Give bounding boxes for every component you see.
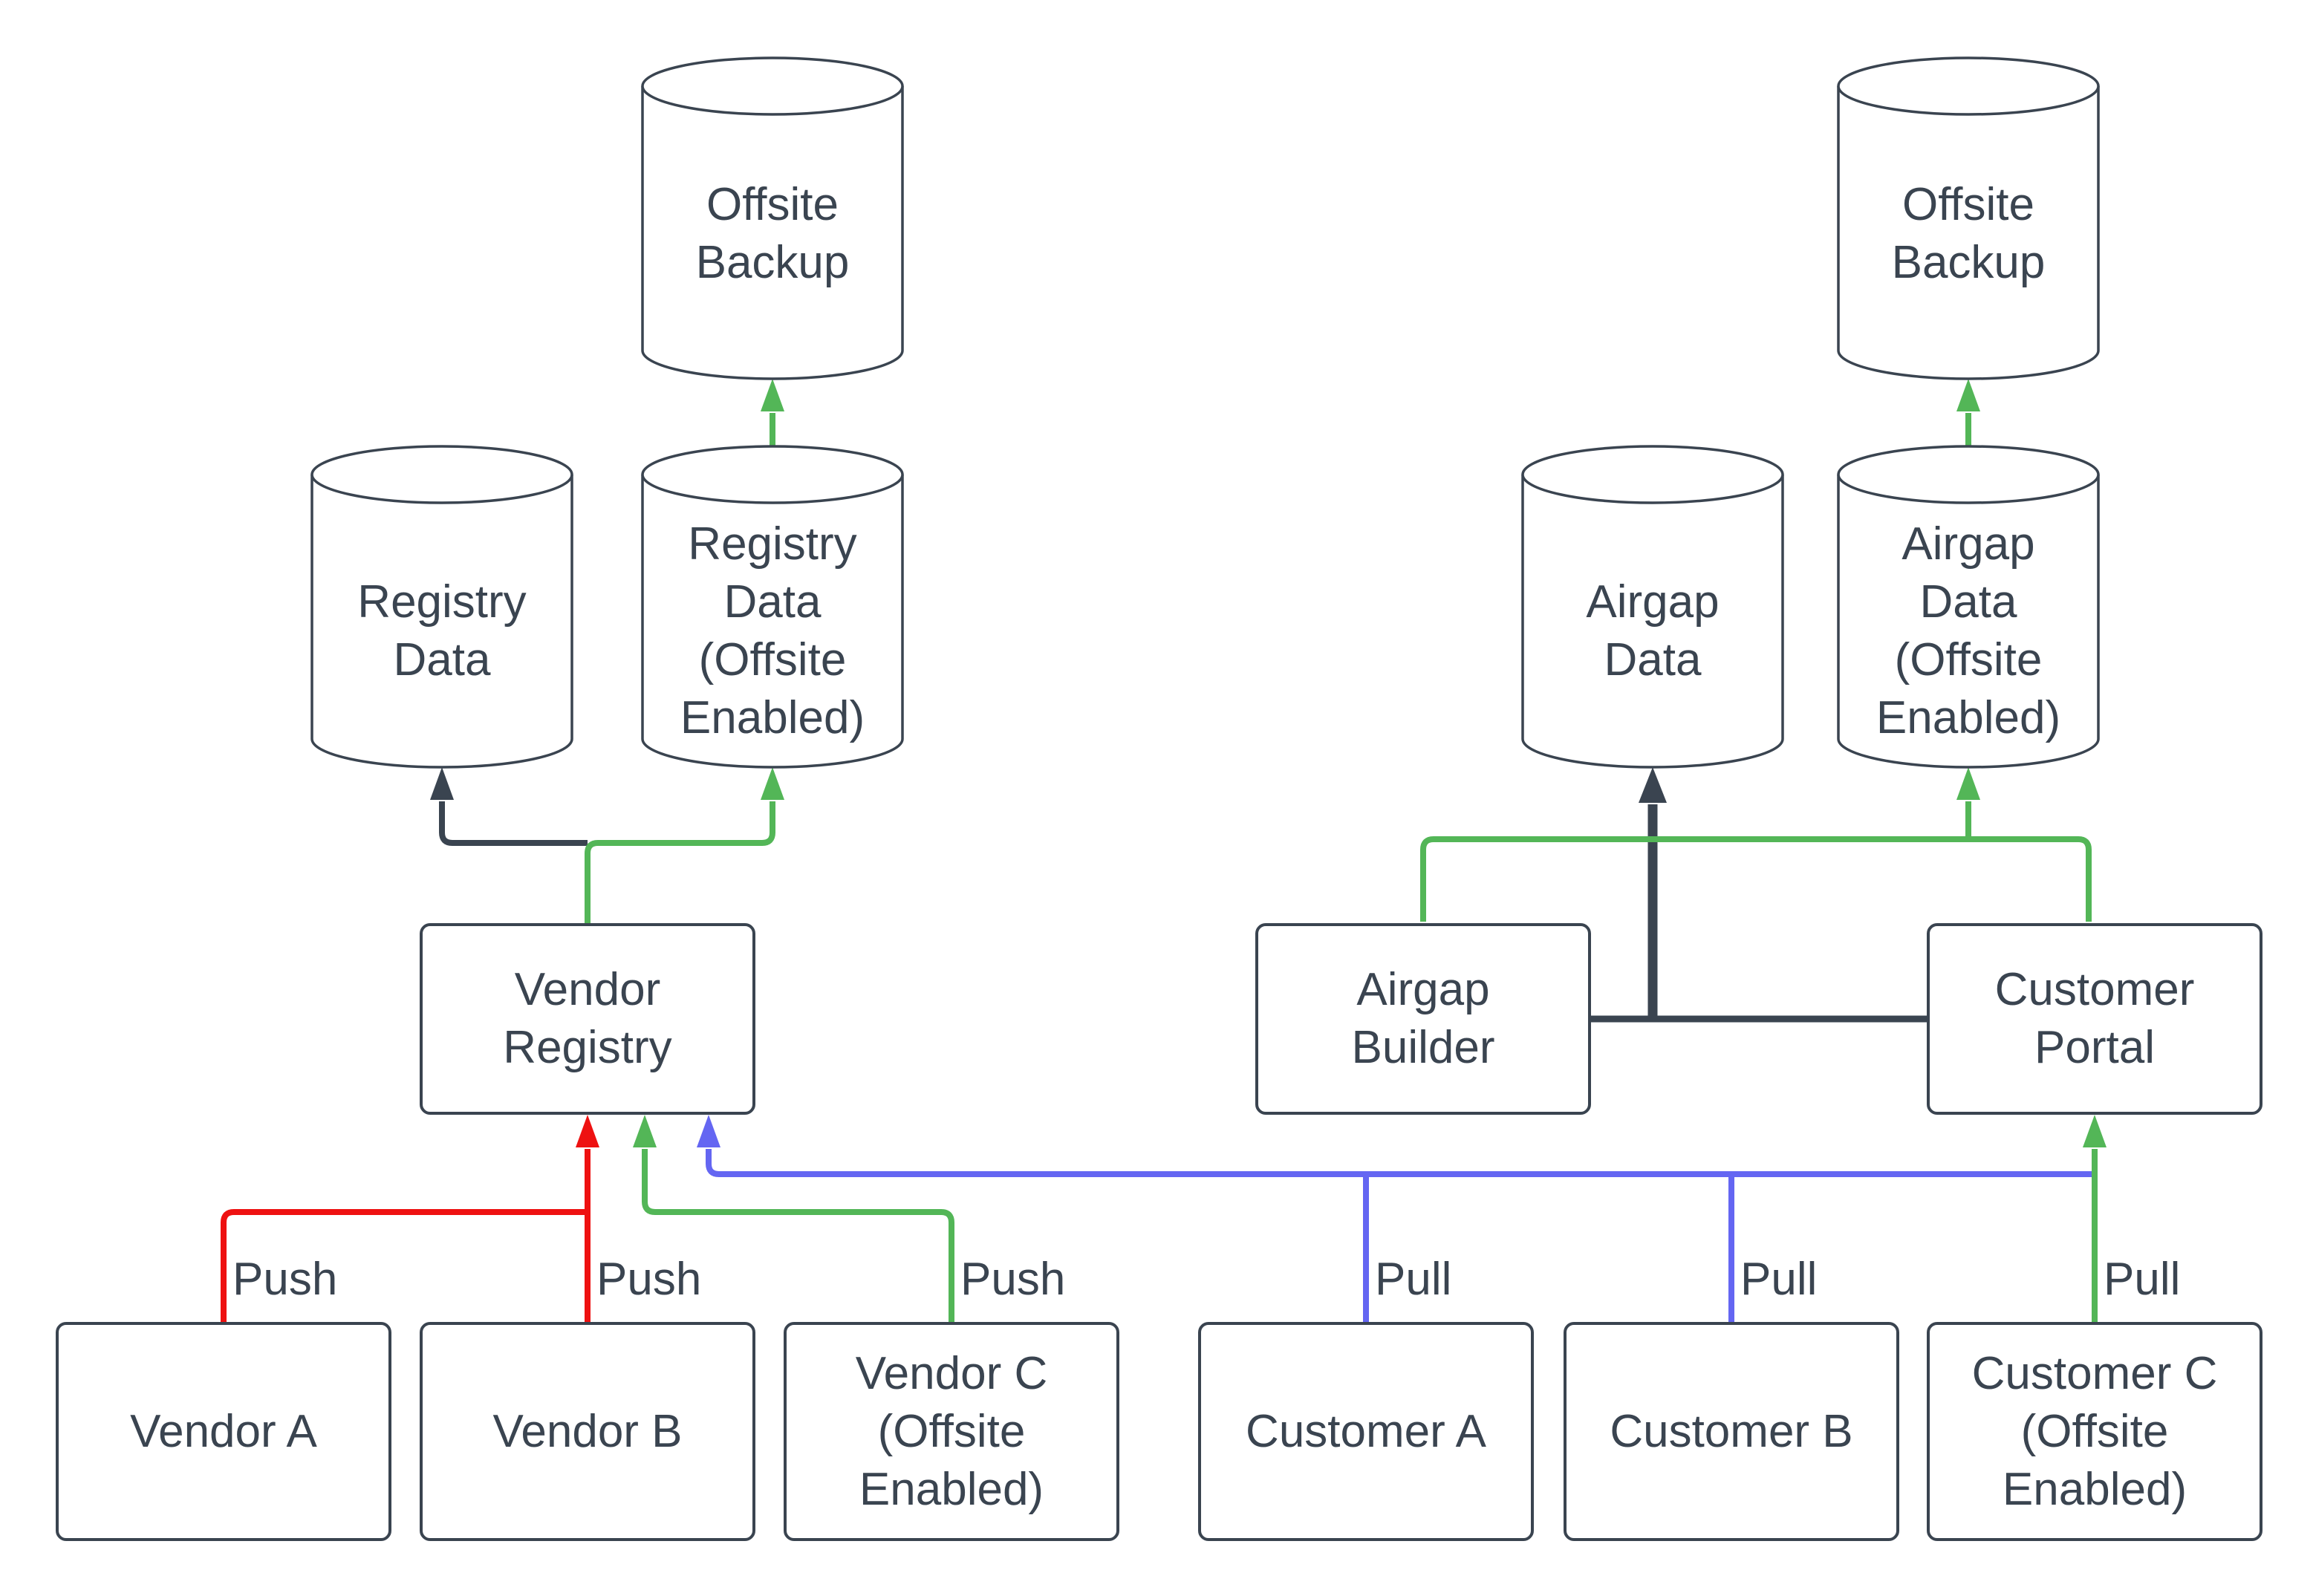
edge-registry-to-registry-data — [439, 801, 588, 846]
edge-label-pull-customer-a: Pull — [1375, 1254, 1452, 1305]
node-label-customer-c: Customer C (Offsite Enabled) — [1971, 1347, 2218, 1515]
cylinder-registry-data-offsite — [641, 445, 904, 769]
arrowhead-airgap-data — [1639, 767, 1667, 803]
node-label-customer-portal: Customer Portal — [1994, 964, 2195, 1073]
node-label-offsite-backup-right: Offsite Backup — [1891, 179, 2046, 288]
node-label-airgap-data-offsite: Airgap Data (Offsite Enabled) — [1876, 518, 2061, 743]
node-label-offsite-backup-left: Offsite Backup — [695, 179, 850, 288]
node-label-vendor-b: Vendor B — [492, 1405, 683, 1457]
node-vendor-b: Vendor B — [420, 1322, 755, 1541]
node-airgap-builder: Airgap Builder — [1255, 923, 1591, 1115]
edge-label-pull-customer-c: Pull — [2104, 1254, 2181, 1305]
arrowhead-push-red — [576, 1115, 599, 1147]
node-label-customer-a: Customer A — [1246, 1405, 1486, 1457]
arrowhead-push-green — [633, 1115, 657, 1147]
edge-pull-customers-ab — [706, 1149, 2095, 1323]
edge-registry-to-offsite-data — [585, 801, 775, 923]
edge-label-push-vendor-a: Push — [232, 1254, 338, 1305]
cylinder-offsite-backup-right — [1837, 56, 2100, 380]
cylinder-registry-data — [310, 445, 573, 769]
cylinder-airgap-data-offsite — [1837, 445, 2100, 769]
arrowhead-registry-data — [430, 767, 454, 800]
node-vendor-registry: Vendor Registry — [420, 923, 755, 1115]
cylinder-offsite-backup-left — [641, 56, 904, 380]
node-label-airgap-data: Airgap Data — [1586, 576, 1720, 685]
node-label-registry-data-offsite: Registry Data (Offsite Enabled) — [680, 518, 865, 743]
node-customer-c: Customer C (Offsite Enabled) — [1927, 1322, 2262, 1541]
node-vendor-a: Vendor A — [56, 1322, 391, 1541]
node-label-registry-data: Registry Data — [357, 576, 527, 685]
node-label-airgap-builder: Airgap Builder — [1351, 964, 1495, 1073]
node-label-vendor-a: Vendor A — [130, 1405, 317, 1457]
edge-push-vendor-c — [642, 1149, 954, 1323]
cylinder-airgap-data — [1521, 445, 1784, 769]
arrowhead-pull-blue — [697, 1115, 720, 1147]
edge-builder-portal-green — [1420, 836, 2092, 922]
node-vendor-c: Vendor C (Offsite Enabled) — [784, 1322, 1119, 1541]
node-label-customer-b: Customer B — [1610, 1405, 1853, 1457]
node-customer-b: Customer B — [1564, 1322, 1899, 1541]
arrowhead-registry-data-offsite — [761, 767, 784, 800]
edge-label-push-vendor-c: Push — [960, 1254, 1066, 1305]
arrowhead-airgap-data-offsite — [1956, 767, 1980, 800]
arrowhead-offsite-backup-right — [1956, 379, 1980, 411]
edge-push-vendors-ab — [221, 1149, 591, 1323]
node-label-vendor-c: Vendor C (Offsite Enabled) — [855, 1347, 1048, 1515]
arrowhead-pull-customer-c — [2083, 1115, 2107, 1147]
node-label-vendor-registry: Vendor Registry — [503, 964, 672, 1073]
edge-label-push-vendor-b: Push — [596, 1254, 702, 1305]
edge-label-pull-customer-b: Pull — [1740, 1254, 1818, 1305]
node-customer-a: Customer A — [1198, 1322, 1534, 1541]
arrowhead-offsite-backup-left — [761, 379, 784, 411]
node-customer-portal: Customer Portal — [1927, 923, 2262, 1115]
